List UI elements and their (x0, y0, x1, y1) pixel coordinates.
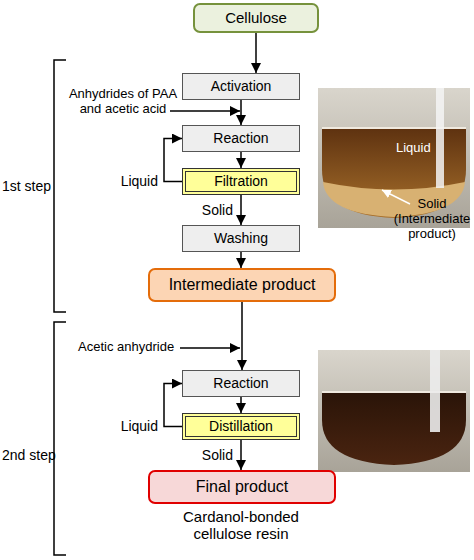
process-box: Washing (182, 225, 300, 252)
flow-arrow (240, 252, 242, 268)
node-text: Intermediate product (169, 276, 316, 294)
photo-label: Solid (Intermediate product) (392, 197, 472, 242)
feedback-arrow (164, 139, 182, 182)
start-box: Cellulose (193, 3, 319, 33)
node-text: Washing (214, 230, 268, 246)
product-box: Final product (148, 470, 336, 504)
edge-label: Liquid (121, 418, 158, 434)
flow-arrow (240, 152, 242, 168)
step-label: 2nd step (2, 447, 52, 463)
flask-photo (318, 350, 470, 472)
edge-label: Solid (202, 202, 233, 218)
process-box: Reaction (182, 370, 300, 397)
step-bracket (54, 322, 66, 555)
step-label: 1st step (2, 178, 52, 194)
product-box: Intermediate product (148, 268, 336, 302)
flow-arrow (240, 100, 242, 125)
node-text: Reaction (213, 375, 268, 391)
node-text: Cellulose (225, 9, 287, 26)
flow-arrow (241, 302, 243, 370)
node-text: Filtration (214, 173, 268, 189)
flow-arrow (240, 397, 242, 413)
edge-label: Liquid (121, 173, 158, 189)
flow-arrow (240, 195, 242, 225)
product-caption: Cardanol-bonded cellulose resin (171, 508, 311, 543)
flow-arrow (255, 33, 257, 73)
feed-label: Anhydrides of PAA and acetic acid (64, 87, 182, 117)
photo-label: Liquid (396, 141, 436, 156)
node-text: Distillation (209, 418, 273, 434)
process-box: Reaction (182, 125, 300, 152)
separation-box: Distillation (182, 413, 300, 440)
flask-photo (318, 88, 470, 228)
process-box: Activation (182, 73, 300, 100)
edge-label: Solid (202, 447, 233, 463)
node-text: Final product (196, 478, 289, 496)
feed-label: Acetic anhydride (78, 340, 178, 355)
separation-box: Filtration (182, 168, 300, 195)
step-bracket (54, 60, 66, 312)
feed-arrow (180, 347, 240, 349)
feed-arrow (170, 110, 240, 112)
node-text: Activation (211, 78, 272, 94)
flow-arrow (240, 440, 242, 470)
feedback-arrow (164, 384, 182, 427)
node-text: Reaction (213, 130, 268, 146)
